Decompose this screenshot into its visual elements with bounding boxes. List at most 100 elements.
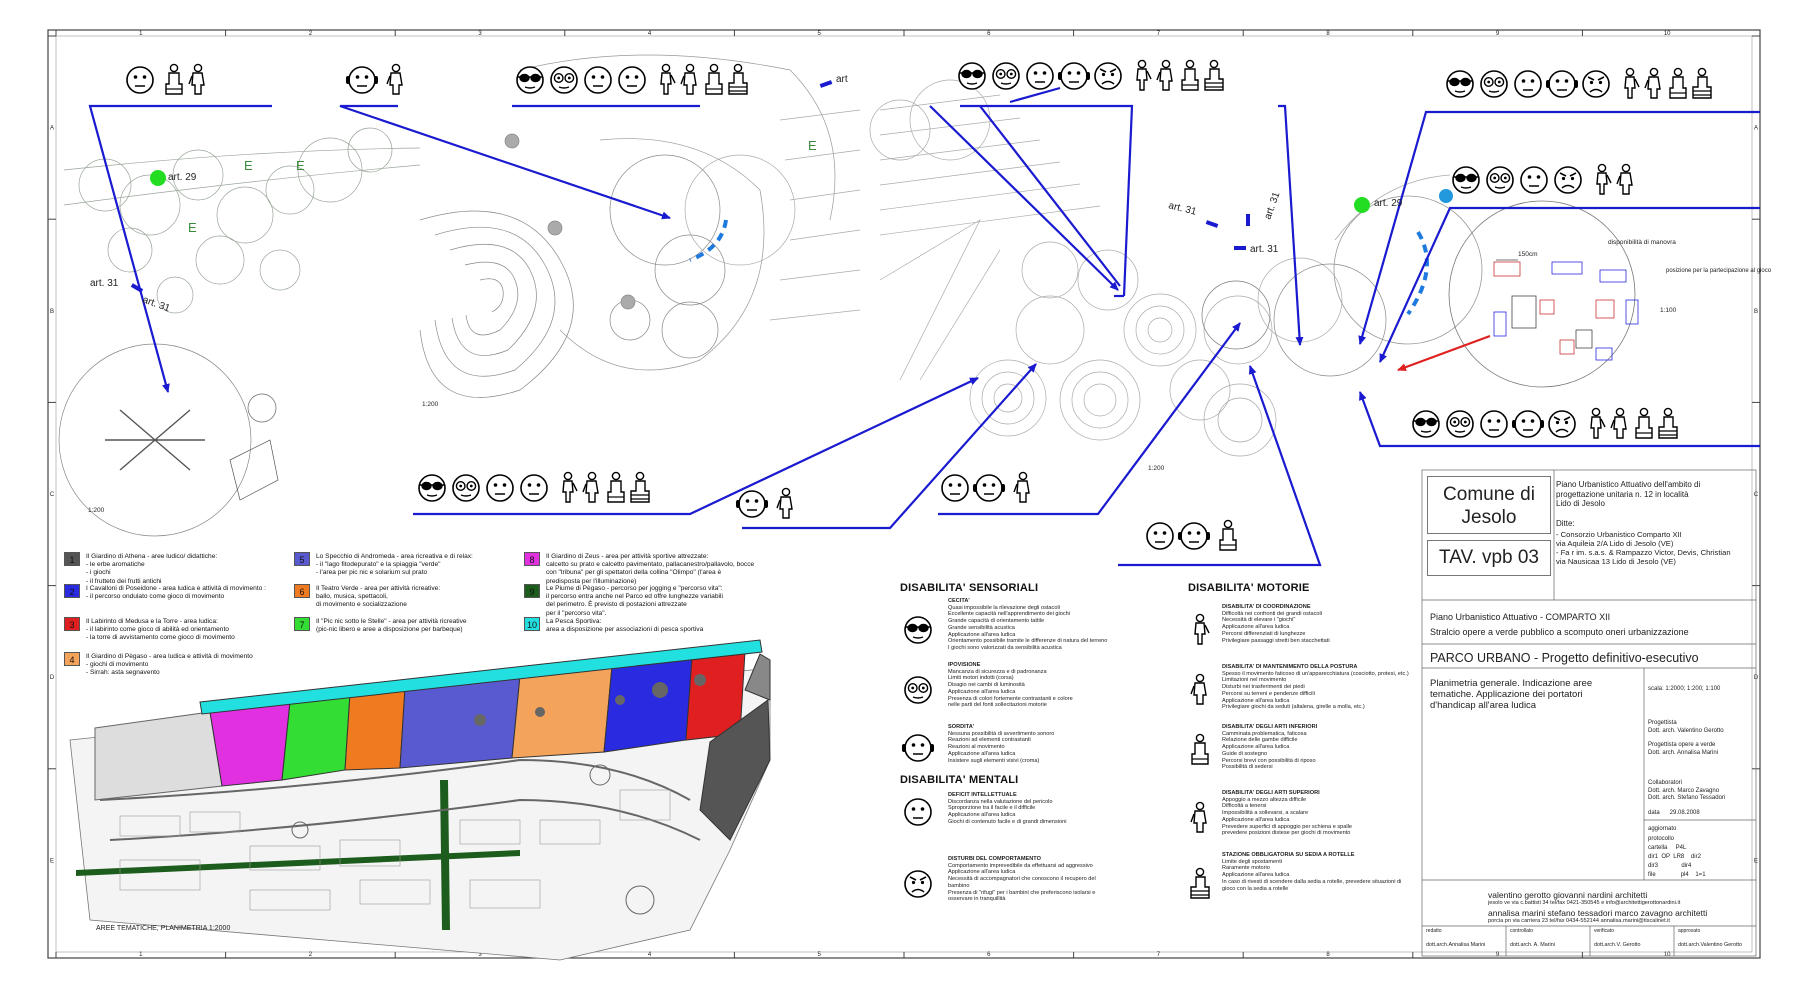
signature-label: verificato (1594, 928, 1615, 934)
person-walk-icon (1013, 471, 1030, 503)
mental-title: DISABILITA' MENTALI (900, 774, 1019, 786)
sensory-block-2-body: Nessuna possibilità di avvertimento sono… (948, 730, 1055, 764)
progettista-field: Progettista Dott. arch. Valentino Gerott… (1648, 720, 1724, 734)
face-neutral-icon (584, 66, 612, 94)
studio-address-2: porcia pn via carriera 23 tel/fax 0434-5… (1488, 918, 1670, 924)
column-number: 8 (1326, 31, 1330, 37)
row-letter: B (1754, 309, 1758, 315)
column-number: 2 (309, 952, 313, 958)
comune-title: Comune di Jesolo (1427, 476, 1551, 534)
legend-swatch-3: 3 (64, 617, 80, 631)
face-glasses-icon (418, 474, 446, 502)
person-walk-icon (582, 471, 599, 503)
person-wheel-icon (728, 63, 748, 95)
face-neutral-icon (618, 66, 646, 94)
person-walk-icon (1190, 801, 1207, 833)
legend-text-6: Il Teatro Verde - area per attività ricr… (316, 585, 441, 609)
column-number: 3 (478, 31, 482, 37)
column-number: 9 (1496, 952, 1500, 958)
person-seat-icon (1181, 59, 1199, 91)
person-walk-icon (776, 487, 793, 519)
drawing-description: Planimetria generale. Indicazione aree t… (1430, 678, 1593, 711)
face-ears-icon (972, 474, 1006, 502)
signature-label: controllato (1510, 928, 1534, 934)
column-number: 9 (1496, 31, 1500, 37)
inset-play-layout (1493, 259, 1639, 361)
pointer-arrows (88, 86, 1760, 567)
legend-swatch-7: 7 (294, 617, 310, 631)
motor-block-3-heading: DISABILITA' DEGLI ARTI SUPERIORI (1222, 790, 1320, 796)
garden-marker: E (296, 158, 305, 173)
legend-text-5: Lo Specchio di Andromeda - area ricreati… (316, 553, 473, 577)
face-ears-icon (1511, 410, 1545, 438)
scale-label: 1:100 (1660, 307, 1677, 314)
person-stand-icon (1624, 67, 1640, 99)
motor-block-0-heading: DISABILITA' DI COORDINAZIONE (1222, 604, 1311, 610)
column-number: 10 (1664, 31, 1671, 37)
date-field: data 29.08.2008 (1648, 810, 1700, 816)
face-neutral-icon (941, 474, 969, 502)
person-seat-icon (607, 471, 625, 503)
column-number: 4 (648, 952, 652, 958)
motor-block-1-heading: DISABILITA' DI MANTENIMENTO DELLA POSTUR… (1222, 664, 1358, 670)
record-field: dir3 dir4 (1648, 863, 1692, 869)
person-stand-icon (660, 63, 676, 95)
face-specs-icon (992, 62, 1020, 90)
row-letter: D (1754, 675, 1759, 681)
art-label: art. 29 (1374, 198, 1403, 209)
row-letter: E (50, 858, 54, 864)
face-glasses-icon (958, 62, 986, 90)
row-letter: D (50, 675, 55, 681)
legend-text-8: Il Giardino di Zeus - area per attività … (546, 553, 755, 585)
legend-text-7: Il "Pic nic sotto le Stelle" - area per … (316, 618, 467, 634)
row-letter: B (50, 309, 54, 315)
legend-text-10: La Pesca Sportiva: area a disposizione p… (546, 618, 704, 634)
studio-name: valentino gerotto giovanni nardini archi… (1488, 890, 1648, 900)
signature-label: redatto (1426, 928, 1442, 934)
stralcio-line: Stralcio opere a verde pubblico a scompu… (1430, 627, 1689, 637)
column-number: 10 (1664, 952, 1671, 958)
person-wheel-icon (1204, 59, 1224, 91)
person-stand-icon (562, 471, 578, 503)
legend-swatch-10: 10 (524, 617, 540, 631)
sensory-block-2: SORDITA'Nessuna possibilità di avvertime… (948, 724, 1173, 764)
face-specs-icon (452, 474, 480, 502)
ditte-list: - Consorzio Urbanistico Comparto XII via… (1556, 530, 1731, 566)
person-seat-icon (1669, 67, 1687, 99)
art-label: art. 31 (1250, 244, 1279, 255)
studio-address: jesolo ve via c.battisti 34 tel/fax 0421… (1488, 900, 1681, 906)
face-ears-icon (1057, 62, 1091, 90)
legend-text-3: Il Labirinto di Medusa e la Torre - area… (86, 618, 235, 642)
column-number: 3 (478, 952, 482, 958)
face-neutral-icon (1026, 62, 1054, 90)
record-field: protocollo (1648, 836, 1675, 842)
face-neutral-icon (126, 66, 154, 94)
face-neutral-icon (904, 798, 932, 826)
face-neutral-icon (486, 474, 514, 502)
face-specs-icon (550, 66, 578, 94)
person-walk-icon (680, 63, 697, 95)
scale-label: 1:200 (422, 401, 439, 408)
inset-manoeuvre-label: disponibilità di manovra (1608, 239, 1676, 246)
face-neutral-icon (1480, 410, 1508, 438)
signature-name: dott.arch.Valentino Gerotto (1678, 942, 1743, 948)
face-angry-icon (1548, 410, 1576, 438)
face-ears-icon (1545, 70, 1579, 98)
person-seat-icon (1191, 733, 1209, 765)
face-angry-icon (1582, 70, 1610, 98)
scale-label: 1:200 (88, 507, 105, 514)
signature-label: approvato (1678, 928, 1701, 934)
person-seat-icon (1219, 519, 1237, 551)
marker-dots (150, 170, 1453, 213)
art-label: art. 31 (90, 278, 119, 289)
art-label: art. 29 (168, 172, 197, 183)
face-ears-icon (901, 734, 935, 762)
art-label: art (836, 74, 848, 85)
face-specs-icon (1480, 70, 1508, 98)
collaboratori-field: Collaboratori Dott. arch. Marco Zavagno … (1648, 780, 1726, 801)
